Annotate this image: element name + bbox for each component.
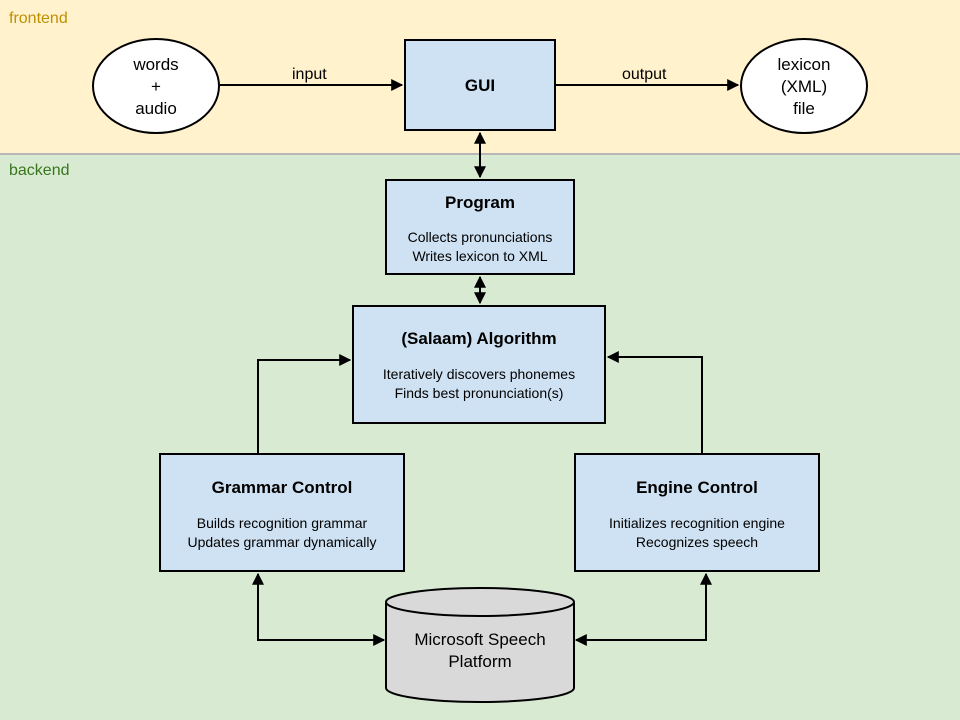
program-node-line: Collects pronunciations — [407, 229, 553, 245]
output-node: lexicon (XML) file — [740, 38, 868, 134]
input-node: words + audio — [92, 38, 220, 134]
output-node-line: file — [793, 99, 815, 118]
engine-control-line: Recognizes speech — [635, 534, 759, 550]
backend-label: backend — [9, 162, 70, 179]
output-node-line: lexicon — [777, 55, 831, 74]
output-node-line: (XML) — [780, 77, 828, 96]
engine-control-line: Initializes recognition engine — [609, 515, 785, 531]
output-edge-label: output — [622, 66, 667, 83]
algorithm-node-line: Finds best pronunciation(s) — [394, 385, 564, 401]
algorithm-node-title: (Salaam) Algorithm — [401, 329, 557, 348]
speech-platform-label: Microsoft Speech Platform — [386, 629, 574, 673]
frontend-label: frontend — [9, 10, 68, 27]
gui-node-title: GUI — [464, 76, 496, 95]
program-node-title: Program — [445, 193, 515, 212]
speech-platform-line: Microsoft Speech — [414, 630, 546, 649]
input-edge-label: input — [292, 66, 327, 83]
speech-platform-line: Platform — [448, 652, 512, 671]
engine-control-title: Engine Control — [636, 478, 758, 497]
input-node-line: audio — [135, 99, 177, 118]
algorithm-node-line: Iteratively discovers phonemes — [382, 366, 576, 382]
grammar-control-line: Updates grammar dynamically — [187, 534, 377, 550]
input-node-line: words — [133, 55, 179, 74]
engine-control-node: Engine Control Initializes recognition e… — [574, 453, 820, 572]
algorithm-node: (Salaam) Algorithm Iteratively discovers… — [352, 305, 606, 424]
gui-node: GUI — [404, 39, 556, 131]
program-node-line: Writes lexicon to XML — [412, 248, 548, 264]
program-node: Program Collects pronunciations Writes l… — [385, 179, 575, 275]
grammar-control-title: Grammar Control — [211, 478, 353, 497]
grammar-control-line: Builds recognition grammar — [196, 515, 368, 531]
grammar-control-node: Grammar Control Builds recognition gramm… — [159, 453, 405, 572]
input-node-line: + — [151, 77, 161, 96]
